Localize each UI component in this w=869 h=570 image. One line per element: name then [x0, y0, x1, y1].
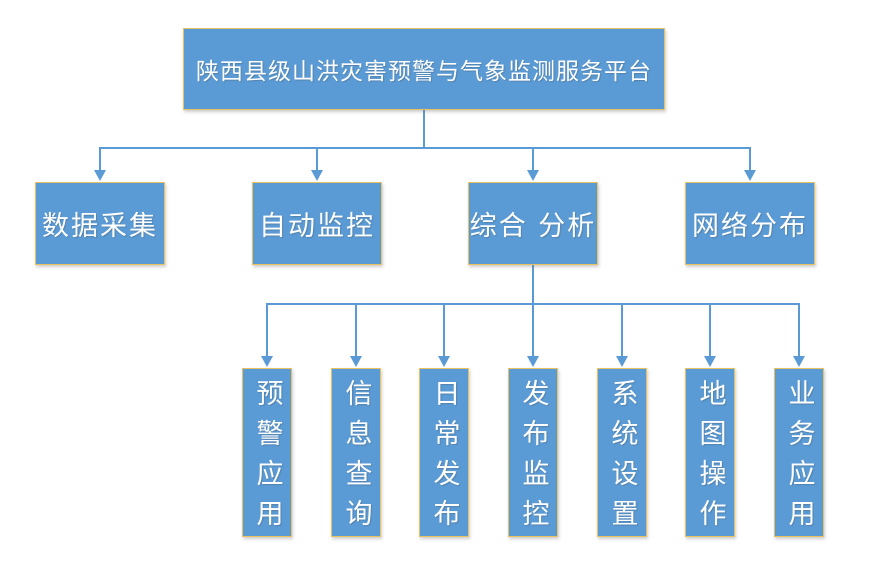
node-info-query: 信息查询: [331, 368, 381, 539]
arrowhead: [311, 170, 323, 181]
node-business-application: 业务应用: [774, 368, 824, 539]
analysis-to-level3-connector: [261, 265, 805, 367]
node-label: 地图操作: [694, 379, 726, 539]
node-comprehensive-analysis: 综合 分析: [468, 182, 598, 265]
arrowhead: [94, 170, 106, 181]
arrowhead: [744, 170, 756, 181]
node-warning-application: 预警应用: [242, 368, 292, 539]
node-label: 发布监控: [517, 379, 549, 539]
arrowhead: [261, 356, 273, 367]
node-label: 预警应用: [251, 379, 283, 539]
node-label: 日常发布: [428, 379, 460, 539]
node-label: 业务应用: [783, 379, 815, 539]
node-auto-monitoring: 自动监控: [252, 182, 382, 265]
arrowhead: [438, 356, 450, 367]
arrowhead: [527, 170, 539, 181]
node-network-distribution: 网络分布: [685, 182, 815, 265]
node-release-monitoring: 发布监控: [508, 368, 558, 539]
arrowhead: [527, 356, 539, 367]
node-data-collection: 数据采集: [35, 182, 165, 265]
node-map-operations: 地图操作: [685, 368, 735, 539]
node-label: 信息查询: [340, 379, 372, 539]
arrowhead: [793, 356, 805, 367]
node-platform-root: 陕西县级山洪灾害预警与气象监测服务平台: [183, 28, 665, 110]
arrowhead: [616, 356, 628, 367]
arrowhead: [350, 356, 362, 367]
node-system-settings: 系统设置: [597, 368, 647, 539]
node-label: 系统设置: [606, 379, 638, 539]
root-to-level2-connector: [94, 110, 756, 181]
node-daily-release: 日常发布: [419, 368, 469, 539]
arrowhead: [704, 356, 716, 367]
